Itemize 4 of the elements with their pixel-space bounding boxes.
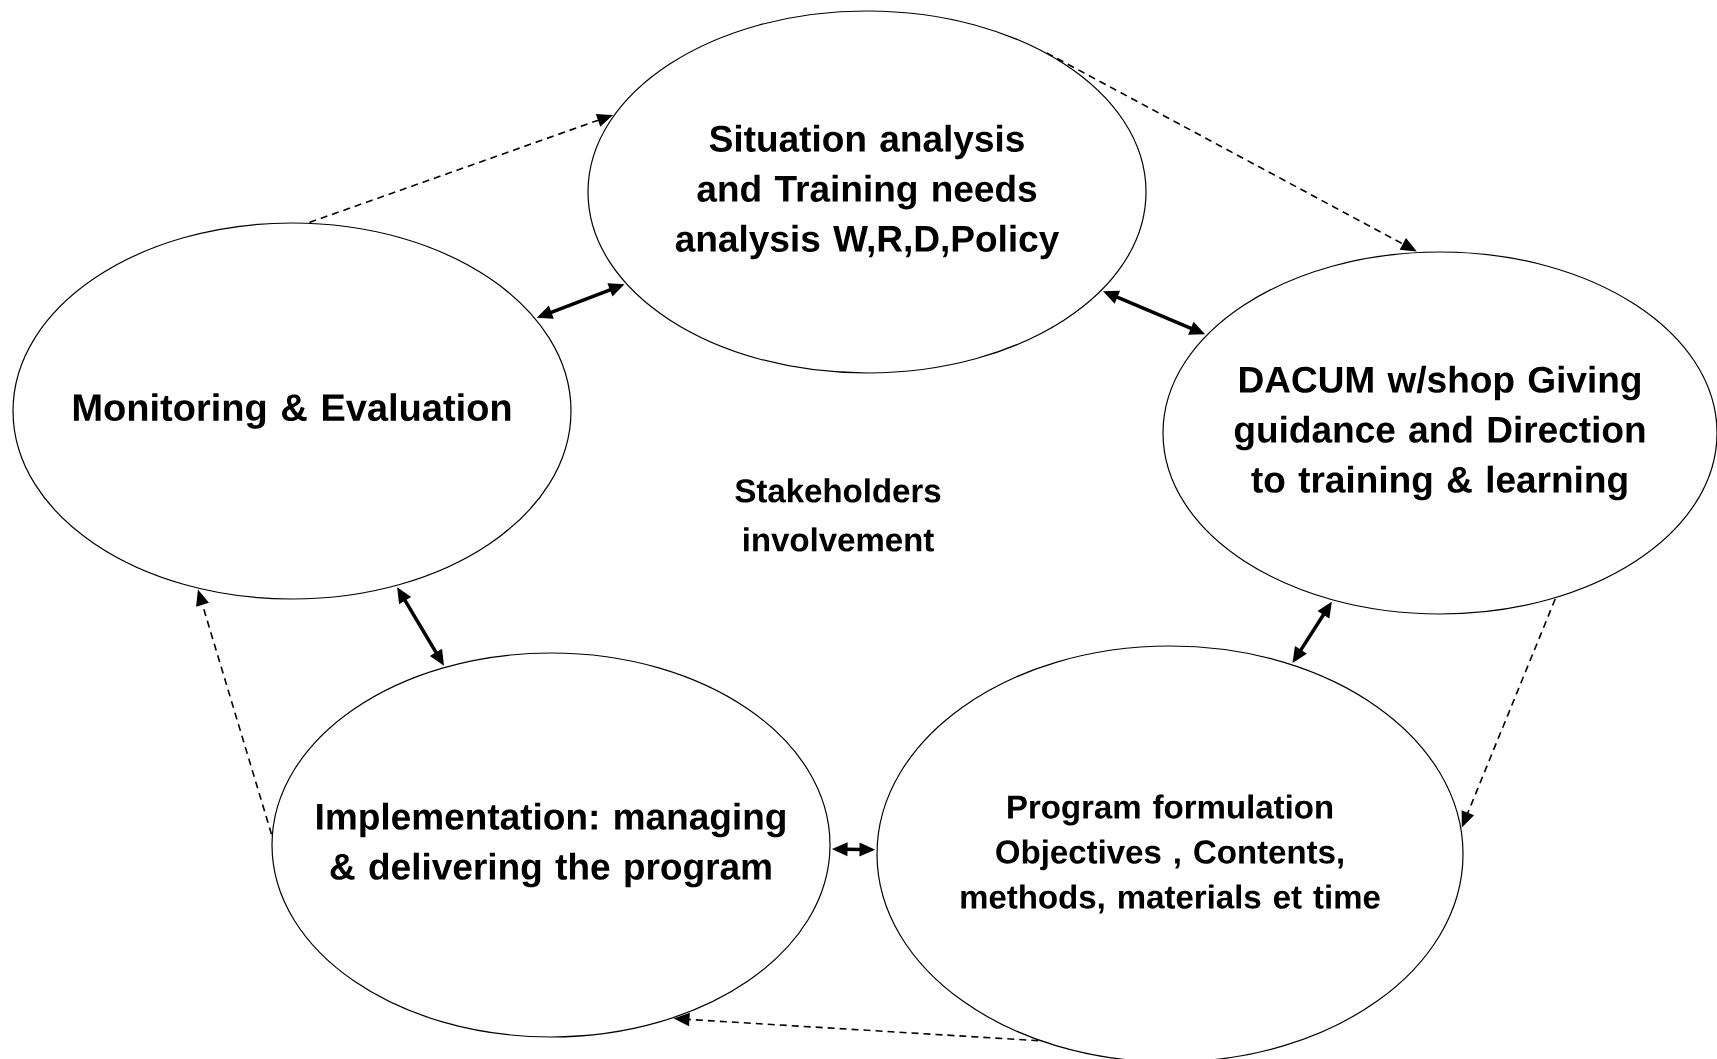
ellipse-node: Implementation: managing & delivering the program — [271, 652, 831, 1038]
ellipse-node: Monitoring & Evaluation — [12, 222, 572, 600]
ellipse-node: Situation analysis and Training needs analysis W,R,D,Policy — [587, 10, 1147, 374]
center-label: Stakeholders involvement — [735, 478, 941, 552]
